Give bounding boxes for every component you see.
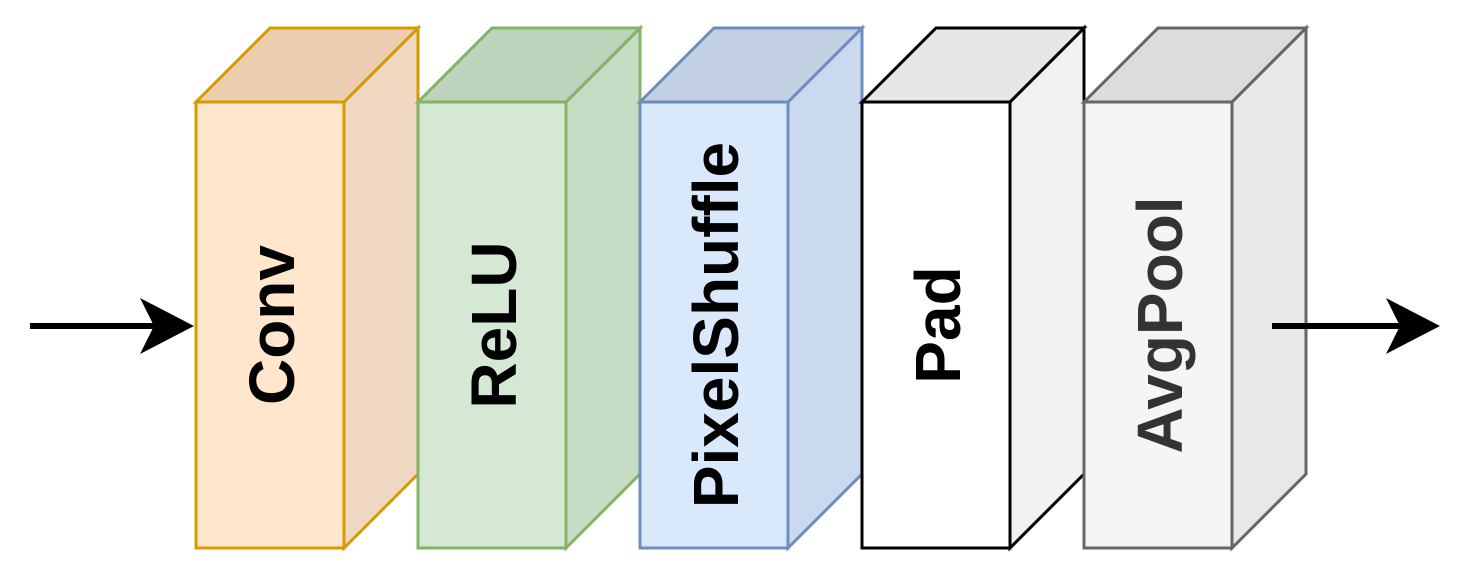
block-front-face [860,100,1012,550]
layer-blocks: Conv ReLU PixelShuffle Pad AvgPool [192,24,1310,552]
block-side-face [786,24,864,552]
block-avgpool: AvgPool [1080,24,1310,552]
block-side-face [342,24,420,552]
block-label: PixelShuffle [680,142,752,508]
block-front-face [638,100,790,550]
block-label: Pad [902,266,974,383]
block-side-face [1230,24,1308,552]
block-pixelshuffle: PixelShuffle [636,24,866,552]
block-side-face [1008,24,1086,552]
input-arrow [30,298,194,354]
block-label: ReLU [458,241,530,408]
block-label: Conv [236,245,308,405]
block-front-face [1082,100,1234,550]
block-front-face [416,100,568,550]
block-front-face [194,100,346,550]
output-arrow [1272,298,1440,354]
block-side-face [564,24,642,552]
block-relu: ReLU [414,24,644,552]
block-conv: Conv [192,24,422,552]
block-pad: Pad [858,24,1088,552]
block-label: AvgPool [1124,196,1196,453]
